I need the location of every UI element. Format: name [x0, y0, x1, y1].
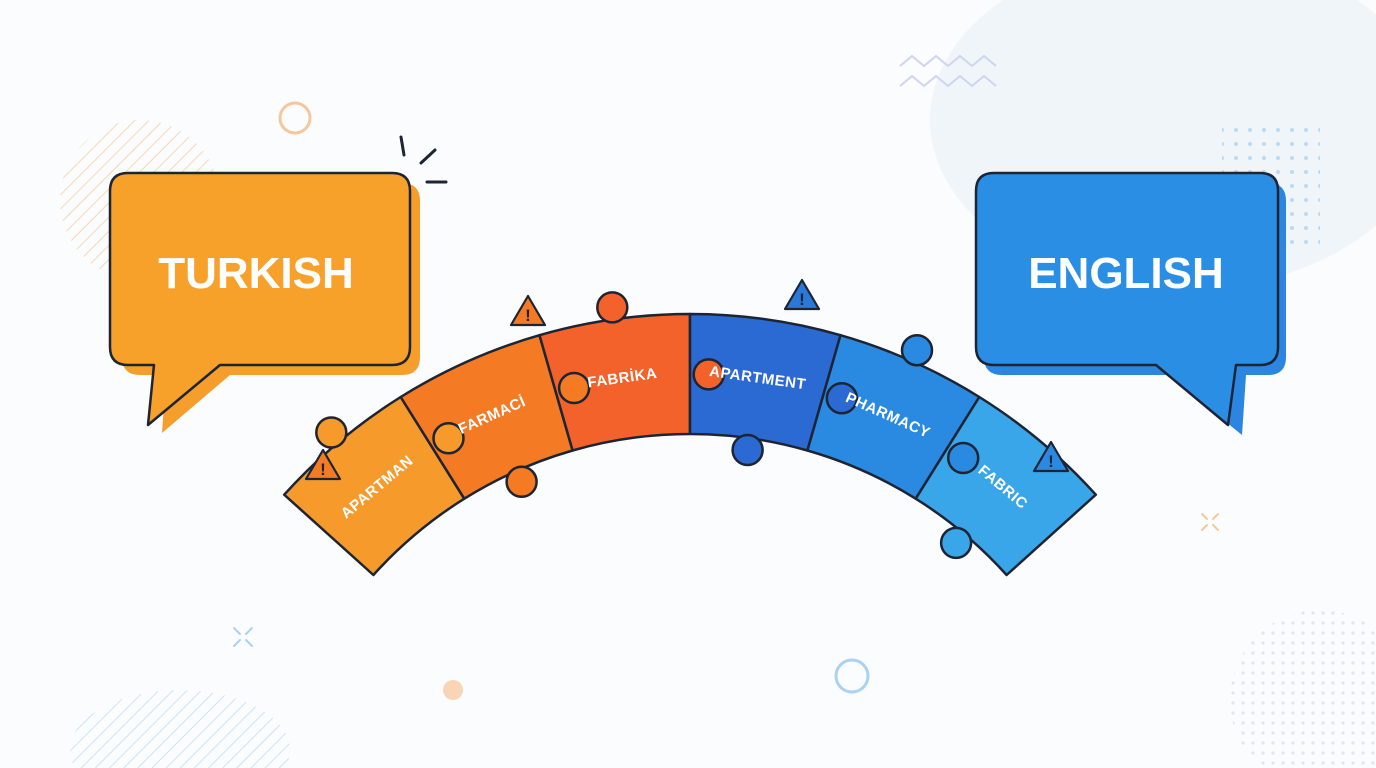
warning-icons: !!!! [304, 278, 1070, 481]
dot-orange [443, 680, 463, 700]
zigzag-line-1 [899, 54, 997, 68]
puzzle-knob [315, 416, 348, 449]
puzzle-knob [825, 382, 859, 415]
puzzle-knob [900, 333, 934, 367]
puzzle-knob [557, 371, 591, 405]
ring-orange [278, 101, 312, 135]
warning-symbol: ! [1048, 452, 1054, 471]
sparkle-orange [1201, 513, 1219, 531]
turkish-bubble-body [108, 171, 412, 427]
warning-symbol: ! [525, 306, 531, 325]
puzzle-knob [432, 422, 465, 455]
ring-blue [834, 658, 870, 694]
turkish-bubble-label: TURKISH [158, 249, 354, 298]
warning-icon: ! [304, 448, 342, 481]
warning-icon: ! [509, 294, 547, 327]
hatch-pattern-bottom-left [70, 690, 290, 768]
turkish-speech-bubble: TURKISH [108, 171, 420, 433]
puzzle-knob [939, 526, 973, 560]
zigzag-line-2 [899, 74, 997, 88]
warning-symbol: ! [320, 460, 326, 479]
english-bubble-body [974, 171, 1280, 427]
puzzle-knob [946, 441, 980, 475]
english-speech-bubble: ENGLISH [974, 171, 1286, 435]
puzzle-knob [731, 433, 764, 467]
puzzle-knob [505, 465, 538, 499]
warning-symbol: ! [799, 290, 805, 309]
warning-icon: ! [783, 278, 821, 311]
english-bubble-label: ENGLISH [1028, 249, 1224, 298]
sparkle-blue [233, 627, 253, 647]
puzzle-knob [692, 358, 725, 391]
puzzle-knob [596, 291, 629, 324]
burst-lines [399, 135, 448, 184]
warning-icon: ! [1032, 440, 1070, 473]
dot-pattern-bottom-right [1230, 610, 1376, 768]
